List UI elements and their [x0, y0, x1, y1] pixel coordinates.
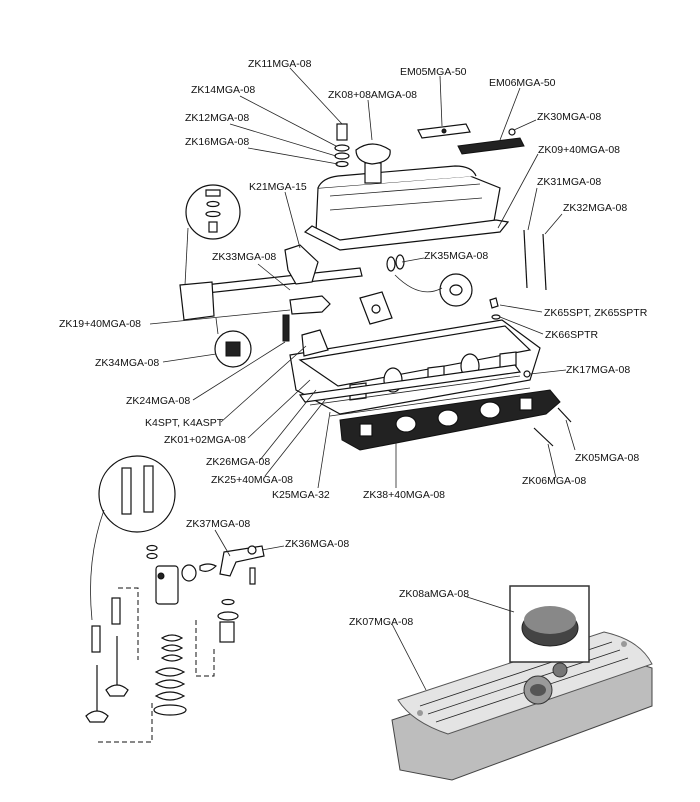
name-plate-illustration: [417, 123, 471, 139]
label-zk25-40: ZK25+40MGA-08: [211, 474, 293, 486]
valve-assembly-illustration: [85, 587, 153, 743]
label-zk05: ZK05MGA-08: [575, 452, 639, 464]
label-zk66: ZK66SPTR: [545, 329, 599, 341]
screw-zk30-illustration: [508, 128, 516, 136]
label-zk26: ZK26MGA-08: [206, 456, 270, 468]
label-k25: K25MGA-32: [272, 489, 330, 501]
valve-springs-illustration: [146, 544, 215, 716]
label-em05: EM05MGA-50: [400, 66, 467, 78]
label-zk24: ZK24MGA-08: [126, 395, 190, 407]
label-zk08-08a: ZK08+08AMGA-08: [328, 89, 417, 101]
rocker-shaft-illustration: [179, 244, 405, 321]
label-zk16: ZK16MGA-08: [185, 136, 249, 148]
label-zk30: ZK30MGA-08: [537, 111, 601, 123]
detail-circle-top-left: [184, 184, 241, 286]
label-zk08a: ZK08aMGA-08: [399, 588, 469, 600]
label-zk38-40: ZK38+40MGA-08: [363, 489, 445, 501]
label-zk11: ZK11MGA-08: [248, 58, 312, 70]
oil-cap-photo: [509, 585, 590, 663]
leader-lines: [149, 67, 576, 691]
pushrods-illustration: [282, 229, 547, 342]
label-zk19-40: ZK19+40MGA-08: [59, 318, 141, 330]
studs-illustration: [533, 407, 572, 447]
label-zk07: ZK07MGA-08: [349, 616, 413, 628]
detail-circle-right: [394, 273, 473, 307]
rocker-arm-illustration: [181, 545, 265, 643]
label-zk17: ZK17MGA-08: [566, 364, 630, 376]
label-zk06: ZK06MGA-08: [522, 475, 586, 487]
label-k4spt: K4SPT, K4ASPT: [145, 417, 224, 429]
head-gasket-illustration: [298, 364, 531, 417]
valve-guides-detail-circle: [90, 455, 176, 621]
label-k21: K21MGA-15: [249, 181, 307, 193]
label-zk01-02: ZK01+02MGA-08: [164, 434, 246, 446]
label-zk12: ZK12MGA-08: [185, 112, 249, 124]
part-labels: ZK11MGA-08 ZK14MGA-08 ZK08+08AMGA-08 EM0…: [59, 58, 648, 628]
label-zk14: ZK14MGA-08: [191, 84, 255, 96]
label-em06: EM06MGA-50: [489, 77, 556, 89]
manifold-gasket-illustration: [339, 389, 561, 451]
label-zk32: ZK32MGA-08: [563, 202, 627, 214]
label-zk36: ZK36MGA-08: [285, 538, 349, 550]
label-zk34: ZK34MGA-08: [95, 357, 159, 369]
plate-gasket-illustration: [457, 137, 525, 155]
rocker-cover-illustration: [303, 123, 510, 251]
label-zk09-40: ZK09+40MGA-08: [538, 144, 620, 156]
detail-circle-lower-left: [214, 317, 252, 368]
label-zk37: ZK37MGA-08: [186, 518, 250, 530]
label-zk33: ZK33MGA-08: [212, 251, 276, 263]
label-zk65: ZK65SPT, ZK65SPTR: [544, 307, 648, 319]
label-zk31: ZK31MGA-08: [537, 176, 601, 188]
label-zk35: ZK35MGA-08: [424, 250, 488, 262]
